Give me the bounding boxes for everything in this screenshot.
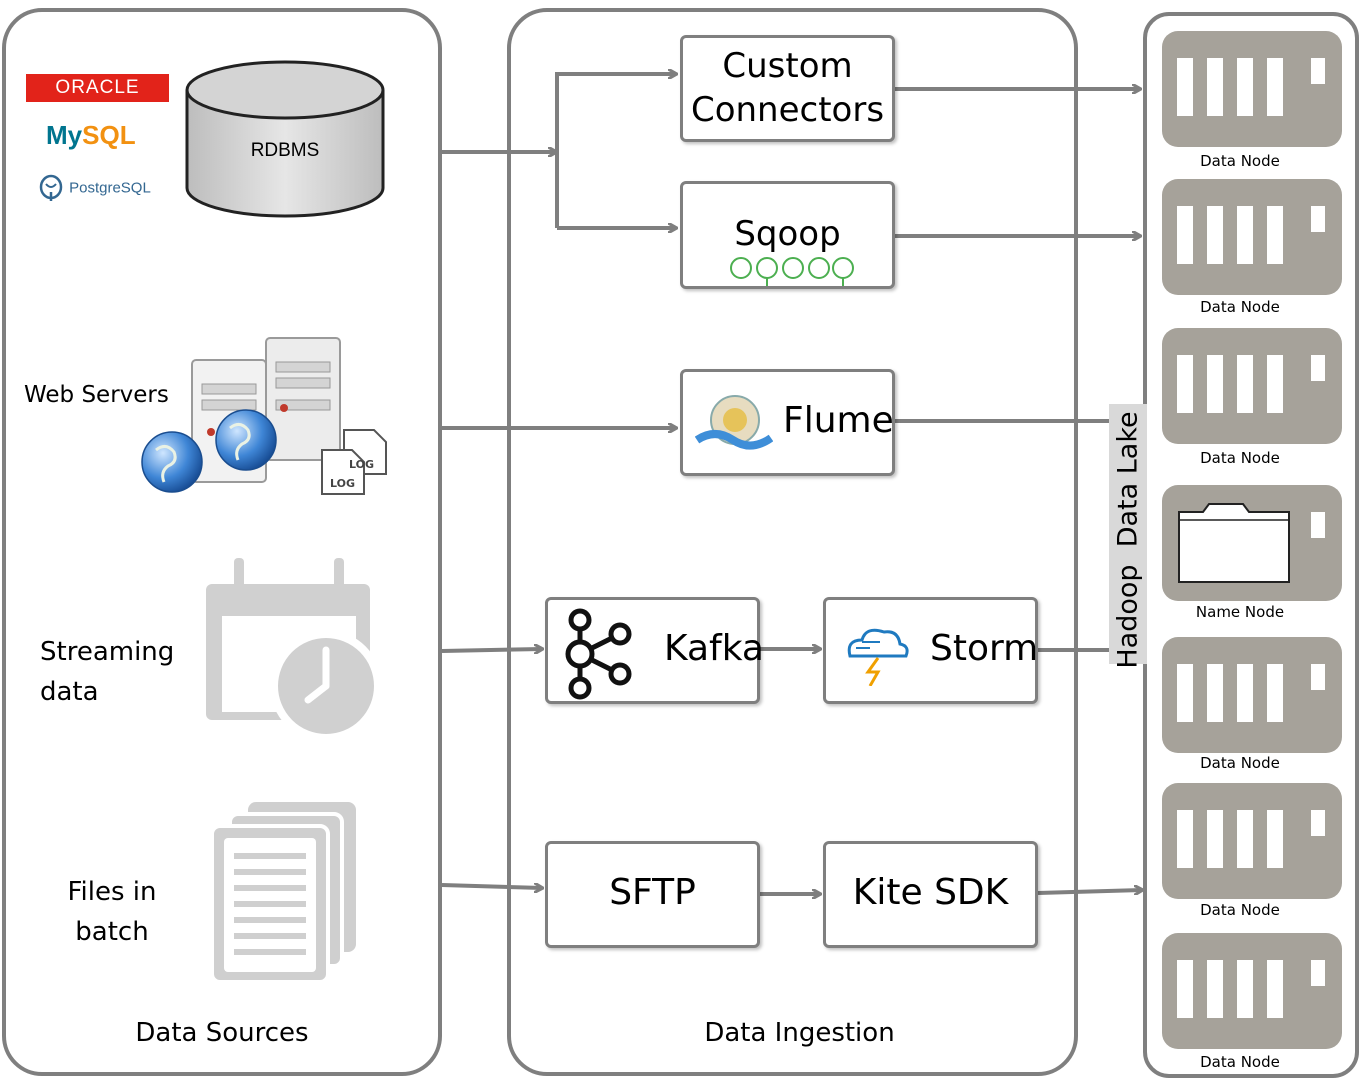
data-node-label: Data Node (1200, 754, 1280, 772)
mysql-logo-sql: SQL (82, 120, 136, 150)
log-label-1: LOG (349, 458, 374, 471)
sftp-box: SFTP (545, 841, 760, 948)
custom-connectors-line1: Custom (722, 46, 853, 86)
hadoop-data-lake-label: Hadoop Data Lake (1112, 411, 1144, 669)
calendar-clock-icon (206, 558, 380, 742)
arrow-kite-to-lake (1037, 890, 1142, 893)
kite-sdk-box: Kite SDK (823, 841, 1038, 948)
data-node-icon (1162, 328, 1342, 444)
sftp-label: SFTP (609, 872, 696, 913)
data-node-icon (1162, 179, 1342, 295)
data-node-label: Data Node (1200, 1053, 1280, 1071)
data-node-label: Data Node (1200, 901, 1280, 919)
data-sources-title: Data Sources (135, 1018, 309, 1048)
document-stack-icon (210, 802, 356, 984)
flume-label: Flume (783, 400, 894, 441)
mysql-logo: MySQL (46, 120, 136, 151)
web-servers-icon (141, 337, 387, 495)
elephant-icon (39, 174, 63, 201)
postgresql-label: PostgreSQL (69, 179, 151, 197)
streaming-label-line1: Streaming (40, 637, 175, 667)
files-in-batch-label: Files in batch (52, 872, 172, 952)
hadoop-data-lake-label-bg (1109, 404, 1147, 664)
sqoop-box: Sqoop (680, 181, 895, 289)
streaming-label-line2: data (40, 677, 99, 707)
files-label-line1: Files in (67, 877, 157, 907)
storm-logo-icon (847, 628, 909, 686)
custom-connectors-box: Custom Connectors (680, 35, 895, 142)
files-label-line2: batch (75, 917, 149, 947)
arrow-streaming-to-kafka (441, 649, 542, 651)
data-node-icon (1162, 783, 1342, 899)
rdbms-label: RDBMS (250, 140, 320, 161)
data-node-icon (1162, 933, 1342, 1049)
kite-sdk-label: Kite SDK (852, 872, 1009, 913)
kafka-box: Kafka (545, 597, 764, 704)
web-servers-label: Web Servers (24, 382, 169, 408)
sqoop-logo-icon (730, 257, 854, 286)
name-node-label: Name Node (1195, 603, 1285, 621)
data-node-label: Data Node (1200, 449, 1280, 467)
custom-connectors-line2: Connectors (690, 90, 885, 130)
log-file-icon-2 (321, 449, 365, 495)
mysql-logo-my: My (46, 120, 83, 150)
data-node-icon (1162, 637, 1342, 753)
log-label-2: LOG (330, 477, 355, 490)
data-node-icon (1162, 31, 1342, 147)
data-node-label: Data Node (1200, 298, 1280, 316)
data-node-label: Data Node (1200, 152, 1280, 170)
arrow-files-to-sftp (441, 885, 542, 888)
streaming-data-label: Streaming data (40, 632, 174, 712)
flume-logo-icon (695, 395, 773, 450)
kafka-label: Kafka (664, 628, 764, 669)
oracle-logo: ORACLE (26, 74, 169, 102)
name-node-icon (1162, 485, 1342, 601)
arrow-to-custom-connectors (555, 74, 676, 228)
sqoop-label: Sqoop (734, 214, 841, 254)
storm-box: Storm (823, 597, 1038, 704)
flume-box: Flume (680, 369, 895, 476)
folder-icon (1178, 503, 1290, 583)
postgresql-logo: PostgreSQL (38, 174, 151, 202)
storm-label: Storm (930, 628, 1039, 669)
data-ingestion-title: Data Ingestion (704, 1018, 895, 1048)
rdbms-database-icon (185, 60, 385, 218)
kafka-logo-icon (565, 608, 632, 700)
